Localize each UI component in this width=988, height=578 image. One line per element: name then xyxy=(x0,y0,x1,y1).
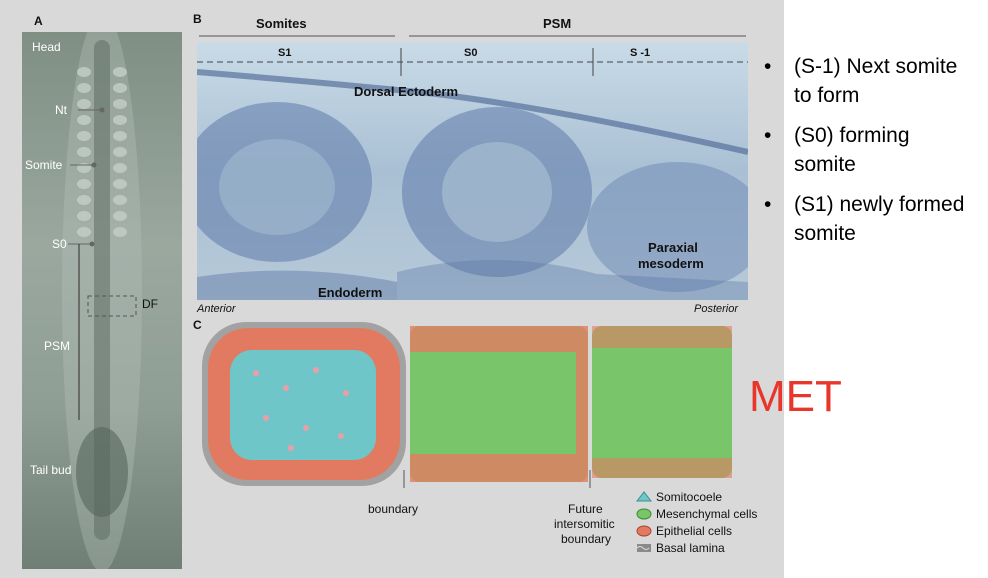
panel-a-letter: A xyxy=(34,14,43,28)
panel-c-letter: C xyxy=(193,318,202,332)
label-s1: S1 xyxy=(278,47,292,59)
mesenchymal-cell-icon xyxy=(636,508,652,519)
label-posterior: Posterior xyxy=(694,303,739,315)
label-s-minus-1: S -1 xyxy=(630,47,651,59)
legend-label: Mesenchymal cells xyxy=(656,506,758,521)
micrograph xyxy=(197,42,748,300)
label-nt: Nt xyxy=(55,103,67,117)
legend-label: Basal lamina xyxy=(656,540,725,555)
label-head: Head xyxy=(32,40,61,54)
header-psm: PSM xyxy=(543,16,572,31)
label-future-2: intersomitic xyxy=(554,517,615,531)
bullet-item: • (S1) newly formed somite xyxy=(764,190,984,248)
basal-lamina-icon xyxy=(636,543,651,552)
label-paraxial-2: mesoderm xyxy=(638,256,704,271)
legend-label: Epithelial cells xyxy=(656,523,733,538)
embryo-photo xyxy=(22,12,182,572)
bullet-dot: • xyxy=(764,193,772,216)
panel-b-letter: B xyxy=(193,12,202,26)
bullet-item: • (S0) forming somite xyxy=(764,121,984,179)
label-tail-bud: Tail bud xyxy=(30,463,72,477)
epithelial-cell-icon xyxy=(636,525,652,536)
somitocoele-icon xyxy=(636,490,652,501)
legend-item: Basal lamina xyxy=(636,539,757,556)
bullet-line: somite xyxy=(794,153,856,176)
label-somite: Somite xyxy=(25,158,63,172)
bullet-line: to form xyxy=(794,84,860,107)
label-s0-b: S0 xyxy=(464,47,478,59)
label-future-3: boundary xyxy=(561,532,612,546)
header-brackets xyxy=(199,35,746,37)
legend: Somitocoele Mesenchymal cells Epithelial… xyxy=(636,488,757,556)
bullet-item: • (S-1) Next somite to form xyxy=(764,52,984,110)
bullet-dot: • xyxy=(764,55,772,78)
label-df: DF xyxy=(142,297,158,311)
bullet-line: somite xyxy=(794,222,856,245)
label-dorsal-ectoderm: Dorsal Ectoderm xyxy=(354,84,459,99)
micrograph-illustration xyxy=(197,48,748,300)
label-boundary: boundary xyxy=(368,502,419,516)
legend-item: Somitocoele xyxy=(636,488,757,505)
bullet-dot: • xyxy=(764,124,772,147)
legend-label: Somitocoele xyxy=(656,489,723,504)
label-anterior: Anterior xyxy=(197,303,236,315)
legend-item: Mesenchymal cells xyxy=(636,505,757,522)
label-paraxial-1: Paraxial xyxy=(648,240,698,255)
header-somites: Somites xyxy=(256,16,307,31)
legend-item: Epithelial cells xyxy=(636,522,757,539)
bullet-line: (S1) newly formed xyxy=(794,193,965,216)
label-psm: PSM xyxy=(44,339,71,353)
label-s0: S0 xyxy=(52,237,67,251)
met-label: MET xyxy=(749,372,842,421)
bullet-line: (S0) forming xyxy=(794,124,910,147)
cell-diagram xyxy=(202,322,732,488)
bullet-list: • (S-1) Next somite to form • (S0) formi… xyxy=(764,52,984,259)
label-endoderm: Endoderm xyxy=(318,285,383,300)
label-future-1: Future xyxy=(568,502,603,516)
embryo-illustration xyxy=(62,12,142,572)
bullet-line: (S-1) Next somite xyxy=(794,55,958,78)
